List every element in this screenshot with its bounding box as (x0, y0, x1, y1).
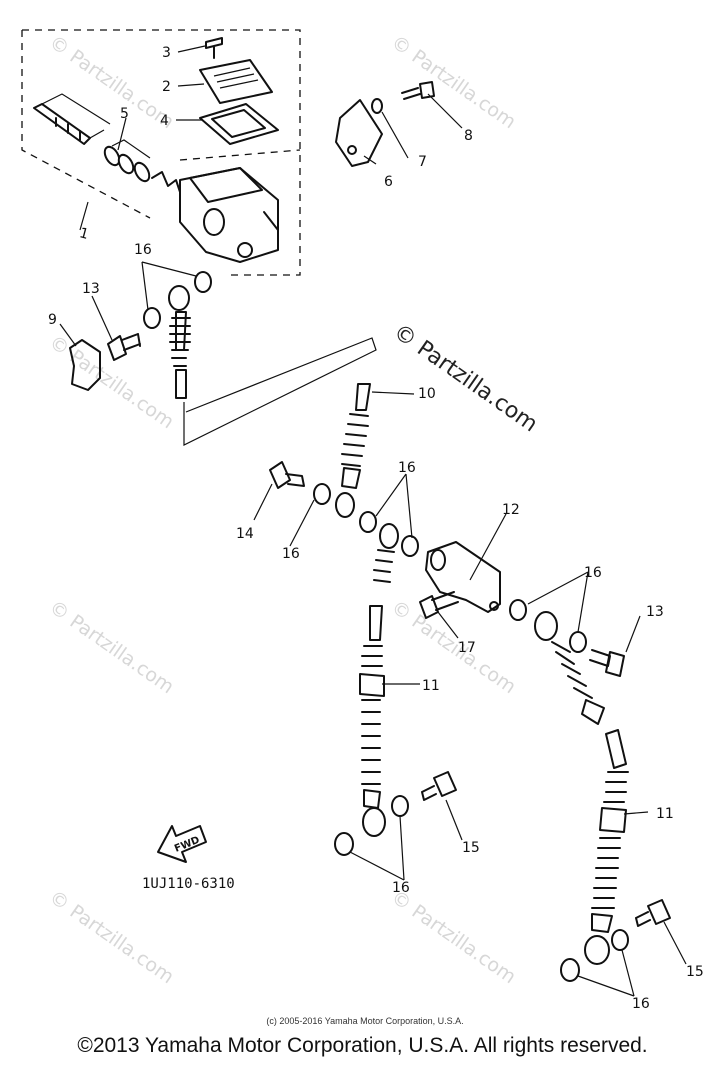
callout-14: 14 (236, 526, 254, 542)
brake-hose-upper (168, 285, 191, 399)
callouts: 3 2 4 5 1 6 7 8 16 13 9 10 16 12 14 16 1… (48, 45, 704, 1012)
union-bolt-15 (635, 899, 671, 927)
callout-16: 16 (134, 242, 152, 258)
washer-16 (359, 511, 377, 533)
washer-16 (391, 795, 409, 817)
callout-6: 6 (384, 174, 393, 190)
brake-hose-10 (335, 383, 371, 518)
watermark-strong: © Partzilla.com (389, 319, 542, 437)
callout-10: 10 (418, 386, 436, 402)
piston-kit (33, 93, 181, 193)
washer-16 (313, 483, 331, 505)
callout-16: 16 (584, 565, 602, 581)
callout-12: 12 (502, 502, 520, 518)
assembly-outline (21, 29, 301, 276)
callout-4: 4 (160, 113, 169, 129)
watermark: © Partzilla.com (387, 31, 520, 133)
diaphragm (199, 103, 279, 145)
clamp-6 (335, 99, 383, 167)
callout-16: 16 (398, 460, 416, 476)
callout-8: 8 (464, 128, 473, 144)
callout-2: 2 (162, 79, 171, 95)
union-bolt-15 (421, 771, 457, 801)
fwd-arrow-icon: FWD (157, 825, 207, 863)
diagram-part-code: 1UJ110-6310 (142, 876, 235, 892)
brake-hose-11-left (359, 523, 399, 837)
washer-16 (569, 631, 587, 653)
callout-15: 15 (686, 964, 704, 980)
callout-11: 11 (656, 806, 674, 822)
washer-16 (334, 832, 354, 856)
union-bolt-13 (107, 333, 141, 361)
callout-13: 13 (82, 281, 100, 297)
washer-16 (560, 958, 580, 982)
bolt-8 (401, 81, 435, 100)
callout-3: 3 (162, 45, 171, 61)
union-bolt-13 (589, 649, 625, 677)
brake-joint-12 (425, 541, 501, 613)
watermark: © Partzilla.com (387, 886, 520, 988)
brake-hose-11-right (534, 611, 629, 965)
small-copyright: (c) 2005-2016 Yamaha Motor Corporation, … (266, 1016, 464, 1026)
callout-13: 13 (646, 604, 664, 620)
callout-11: 11 (422, 678, 440, 694)
washer-16 (194, 271, 212, 293)
washer-16 (611, 929, 629, 951)
watermark: © Partzilla.com (45, 31, 178, 133)
watermark: © Partzilla.com (45, 886, 178, 988)
boot-9 (69, 339, 101, 391)
callout-15: 15 (462, 840, 480, 856)
callout-17: 17 (458, 640, 476, 656)
footer-copyright: ©2013 Yamaha Motor Corporation, U.S.A. A… (77, 1034, 648, 1057)
assembly-outline-lower (179, 149, 301, 161)
callout-16: 16 (282, 546, 300, 562)
watermark: © Partzilla.com (387, 596, 520, 698)
washer-16 (509, 599, 527, 621)
callout-7: 7 (418, 154, 427, 170)
callout-9: 9 (48, 312, 57, 328)
screw-3 (205, 37, 223, 59)
callout-16: 16 (392, 880, 410, 896)
callout-16: 16 (632, 996, 650, 1012)
reservoir-cap (199, 59, 273, 104)
master-cylinder-body (179, 167, 279, 263)
washer-16 (401, 535, 419, 557)
callout-1: 1 (78, 225, 91, 243)
leader-lines (59, 45, 687, 997)
watermark: © Partzilla.com (45, 331, 178, 433)
washer-7 (371, 98, 383, 114)
hose-link-line (183, 337, 377, 446)
union-bolt-14 (269, 461, 305, 489)
callout-5: 5 (120, 106, 129, 122)
fwd-label: FWD (173, 835, 201, 855)
watermark: © Partzilla.com (45, 596, 178, 698)
washer-16 (143, 307, 161, 329)
